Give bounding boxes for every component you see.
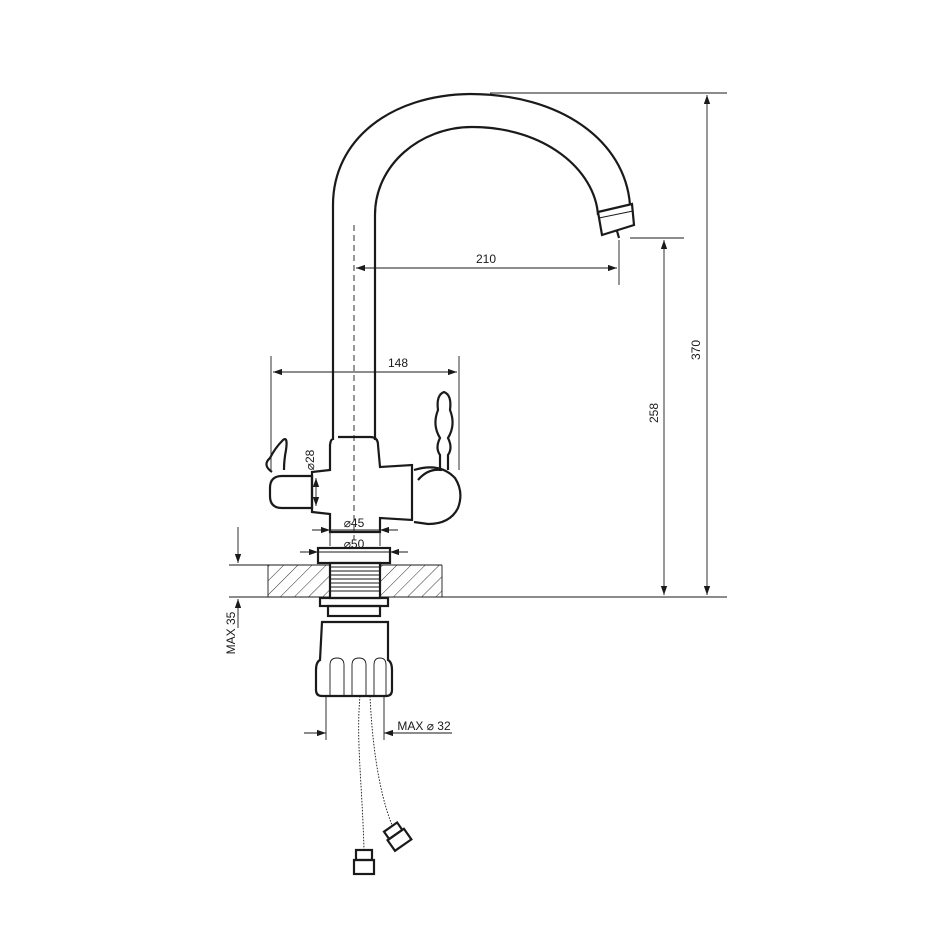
fitting-left bbox=[352, 858, 376, 876]
right-handle-knob bbox=[413, 466, 462, 526]
reach-label: 210 bbox=[476, 252, 496, 266]
total-height-label: 370 bbox=[689, 340, 703, 360]
left-lever bbox=[265, 438, 288, 473]
spout-outer bbox=[331, 92, 632, 440]
max-thickness-label: MAX 35 bbox=[224, 611, 238, 654]
handle-diameter-label: ⌀28 bbox=[303, 449, 317, 470]
right-lever bbox=[434, 390, 454, 470]
spout-inner bbox=[373, 125, 600, 440]
dimension-labels: 210 370 258 148 ⌀28 ⌀45 ⌀50 MAX 35 MAX ⌀… bbox=[224, 252, 703, 733]
threaded-shank bbox=[328, 561, 382, 600]
hose-left bbox=[358, 695, 365, 851]
body-diameter-label: ⌀45 bbox=[344, 516, 365, 530]
countertop bbox=[229, 564, 727, 598]
handle-span-label: 148 bbox=[388, 356, 408, 370]
hose-right bbox=[369, 695, 393, 826]
dimension-lines bbox=[234, 92, 727, 740]
spout-height-label: 258 bbox=[647, 403, 661, 423]
washer bbox=[318, 596, 390, 608]
faucet-outline bbox=[265, 92, 636, 876]
fitting-right bbox=[385, 827, 413, 853]
aerator-nozzle bbox=[615, 230, 621, 239]
left-handle-cap bbox=[268, 474, 314, 510]
max-hole-diameter-label: MAX ⌀ 32 bbox=[397, 719, 451, 733]
aerator bbox=[596, 202, 636, 237]
base-diameter-label: ⌀50 bbox=[344, 537, 365, 551]
